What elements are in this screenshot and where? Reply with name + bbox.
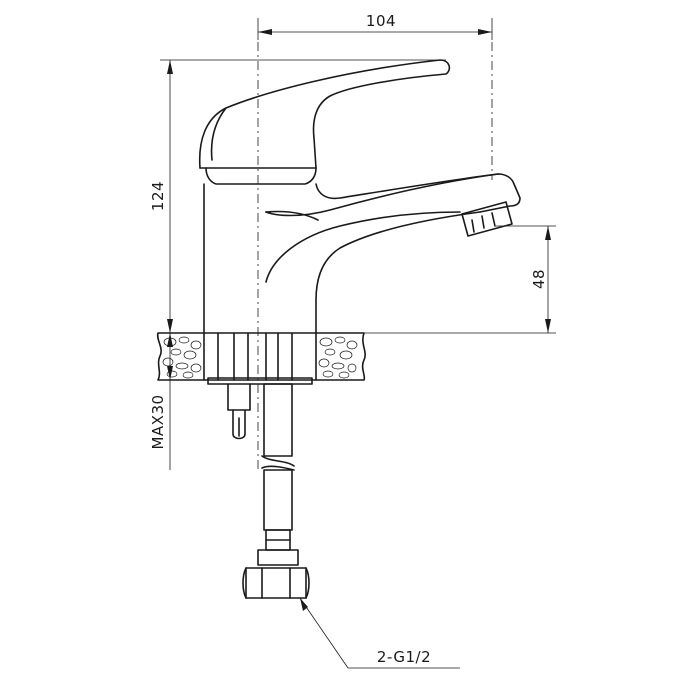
lever-handle: [198, 59, 451, 185]
max-counter-label: MAX30: [149, 394, 167, 449]
width-label: 104: [366, 12, 396, 30]
spout-height-dimension: 48: [300, 225, 556, 334]
aerator: [461, 201, 513, 237]
hex-nut: [242, 549, 310, 599]
connection-label: 2-G1/2: [377, 648, 431, 666]
spout-height-label: 48: [530, 269, 548, 289]
connection-leader: 2-G1/2: [299, 597, 460, 669]
height-label: 124: [149, 181, 167, 211]
counter-thickness-dimension: MAX30: [149, 332, 205, 470]
mounting-stud: [227, 383, 251, 440]
width-dimension: 104: [257, 12, 493, 40]
faucet-body: [203, 173, 521, 334]
height-dimension: 124: [149, 59, 446, 333]
braided-hose: [261, 383, 295, 551]
countertop: [156, 332, 366, 385]
